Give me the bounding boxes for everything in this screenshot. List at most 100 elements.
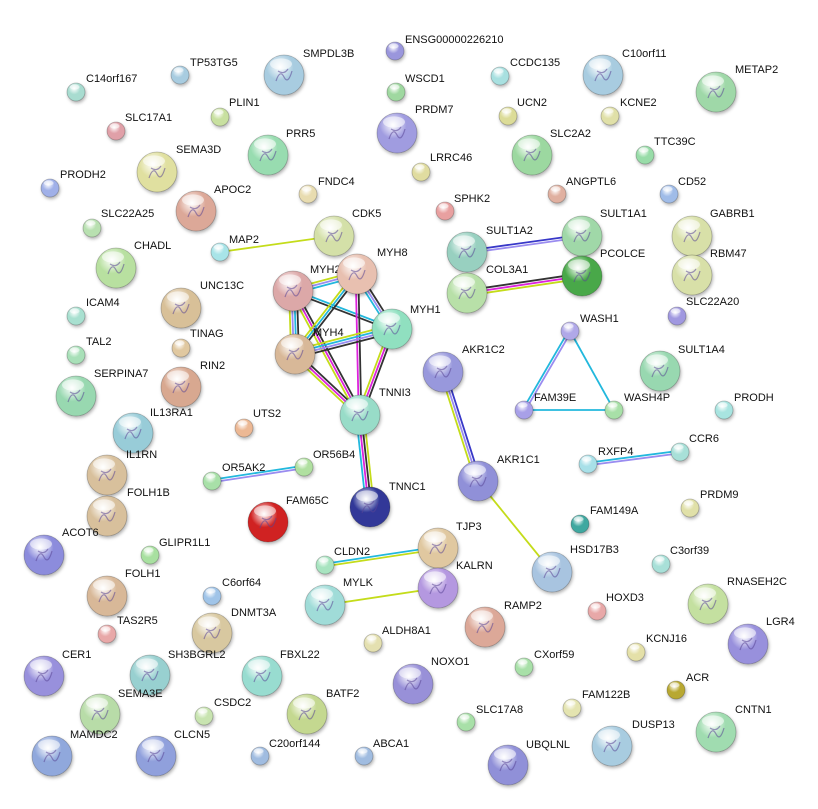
node-map2[interactable]: MAP2 (210, 234, 259, 262)
node-noxo1[interactable]: NOXO1 (392, 656, 470, 705)
node-rnaseh2c[interactable]: RNASEH2C (687, 576, 787, 625)
node-tp53tg5[interactable]: TP53TG5 (170, 57, 238, 85)
node-c10orf11[interactable]: C10orf11 (582, 48, 666, 96)
node-ccr6[interactable]: CCR6 (670, 433, 719, 462)
node-uts2[interactable]: UTS2 (234, 408, 281, 438)
node-fndc4[interactable]: FNDC4 (298, 176, 355, 204)
node-mamdc2[interactable]: MAMDC2 (31, 729, 118, 777)
node-kalrn[interactable]: KALRN (417, 560, 493, 609)
node-cd52[interactable]: CD52 (659, 176, 706, 204)
node-ramp2[interactable]: RAMP2 (464, 600, 542, 648)
node-batf2[interactable]: BATF2 (286, 688, 359, 735)
node-fam39e[interactable]: FAM39E (514, 392, 576, 420)
node-acr[interactable]: ACR (666, 672, 709, 700)
node-ensg00000226210[interactable]: ENSG00000226210 (385, 34, 503, 61)
node-slc17a8[interactable]: SLC17A8 (456, 704, 523, 732)
node-rbm47[interactable]: RBM47 (671, 248, 747, 296)
node-tjp3[interactable]: TJP3 (417, 521, 482, 569)
node-prodh2[interactable]: PRODH2 (40, 169, 106, 198)
node-lrrc46[interactable]: LRRC46 (411, 152, 472, 182)
node-ccdc135[interactable]: CCDC135 (490, 57, 560, 86)
node-tnni3[interactable]: TNNI3 (339, 387, 411, 436)
node-prdm9[interactable]: PRDM9 (680, 489, 739, 518)
node-sult1a4[interactable]: SULT1A4 (639, 344, 725, 392)
node-or5ak2[interactable]: OR5AK2 (202, 462, 265, 491)
node-fam149a[interactable]: FAM149A (570, 505, 639, 534)
node-pcolce[interactable]: PCOLCE (561, 248, 645, 297)
node-col3a1[interactable]: COL3A1 (446, 264, 528, 314)
node-wash4p[interactable]: WASH4P (604, 392, 670, 420)
node-apoc2[interactable]: APOC2 (175, 184, 251, 232)
node-prdm7[interactable]: PRDM7 (376, 104, 454, 154)
node-hoxd3[interactable]: HOXD3 (587, 592, 644, 621)
node-tas2r5[interactable]: TAS2R5 (97, 615, 158, 644)
node-lgr4[interactable]: LGR4 (727, 616, 795, 665)
node-wscd1[interactable]: WSCD1 (386, 73, 445, 102)
edge-or5ak2-or56b4[interactable] (211, 464, 305, 484)
node-slc17a1[interactable]: SLC17A1 (106, 112, 172, 141)
node-kcnj16[interactable]: KCNJ16 (626, 633, 687, 662)
node-myh2[interactable]: MYH2 (272, 264, 341, 312)
node-sema3d[interactable]: SEMA3D (136, 144, 221, 193)
node-serpina7[interactable]: SERPINA7 (55, 368, 148, 417)
edge-wash1-wash4p[interactable] (569, 330, 615, 411)
node-fam65c[interactable]: FAM65C (247, 495, 329, 543)
edge-myh8-tnni3[interactable] (354, 273, 363, 416)
node-myh4[interactable]: MYH4 (274, 327, 344, 375)
node-rxfp4[interactable]: RXFP4 (578, 446, 633, 474)
node-ucn2[interactable]: UCN2 (498, 97, 547, 126)
node-prodh[interactable]: PRODH (714, 392, 774, 420)
node-sh3bgrl2[interactable]: SH3BGRL2 (129, 649, 225, 696)
node-folh1[interactable]: FOLH1 (86, 568, 160, 617)
node-kcne2[interactable]: KCNE2 (600, 97, 657, 126)
node-folh1b[interactable]: FOLH1B (86, 487, 170, 537)
node-glipr1l1[interactable]: GLIPR1L1 (140, 537, 210, 565)
node-angptl6[interactable]: ANGPTL6 (547, 176, 616, 204)
node-clcn5[interactable]: CLCN5 (135, 729, 210, 777)
node-myh1[interactable]: MYH1 (371, 304, 441, 350)
node-c3orf39[interactable]: C3orf39 (651, 545, 709, 574)
node-sult1a1[interactable]: SULT1A1 (561, 208, 647, 257)
node-cxorf59[interactable]: CXorf59 (514, 649, 574, 677)
edge-myh2-tnni3[interactable] (289, 289, 364, 417)
node-plin1[interactable]: PLIN1 (210, 97, 260, 127)
node-ubqlnl[interactable]: UBQLNL (487, 739, 570, 786)
node-slc22a25[interactable]: SLC22A25 (82, 208, 154, 238)
node-c14orf167[interactable]: C14orf167 (66, 73, 137, 102)
node-rin2[interactable]: RIN2 (160, 360, 225, 408)
node-dnmt3a[interactable]: DNMT3A (191, 607, 277, 654)
node-metap2[interactable]: METAP2 (695, 64, 778, 113)
node-unc13c[interactable]: UNC13C (160, 280, 244, 329)
node-c6orf64[interactable]: C6orf64 (202, 577, 261, 606)
node-sult1a2[interactable]: SULT1A2 (446, 225, 533, 273)
node-hsd17b3[interactable]: HSD17B3 (531, 544, 619, 593)
node-abca1[interactable]: ABCA1 (354, 738, 409, 766)
node-acot6[interactable]: ACOT6 (23, 527, 99, 576)
node-tinag[interactable]: TINAG (171, 328, 224, 358)
node-tal2[interactable]: TAL2 (66, 336, 111, 365)
node-slc22a20[interactable]: SLC22A20 (667, 296, 739, 326)
node-mylk[interactable]: MYLK (304, 577, 374, 626)
node-tnnc1[interactable]: TNNC1 (349, 481, 426, 528)
node-dusp13[interactable]: DUSP13 (591, 719, 675, 767)
node-wash1[interactable]: WASH1 (560, 313, 619, 341)
node-icam4[interactable]: ICAM4 (66, 297, 120, 326)
node-csdc2[interactable]: CSDC2 (194, 697, 251, 726)
node-cdk5[interactable]: CDK5 (313, 208, 381, 257)
node-akr1c1[interactable]: AKR1C1 (457, 454, 540, 502)
node-sphk2[interactable]: SPHK2 (435, 193, 490, 221)
node-akr1c2[interactable]: AKR1C2 (422, 344, 505, 393)
node-smpdl3b[interactable]: SMPDL3B (263, 48, 354, 96)
node-prr5[interactable]: PRR5 (247, 128, 315, 176)
node-sema3e[interactable]: SEMA3E (79, 688, 163, 735)
node-fam122b[interactable]: FAM122B (562, 689, 630, 718)
node-c20orf144[interactable]: C20orf144 (250, 738, 320, 766)
node-il13ra1[interactable]: IL13RA1 (112, 407, 193, 454)
node-cntn1[interactable]: CNTN1 (695, 704, 772, 753)
node-myh8[interactable]: MYH8 (336, 247, 408, 295)
node-chadl[interactable]: CHADL (95, 240, 171, 289)
node-il1rn[interactable]: IL1RN (86, 449, 157, 496)
node-aldh8a1[interactable]: ALDH8A1 (363, 625, 431, 653)
node-or56b4[interactable]: OR56B4 (294, 449, 355, 477)
